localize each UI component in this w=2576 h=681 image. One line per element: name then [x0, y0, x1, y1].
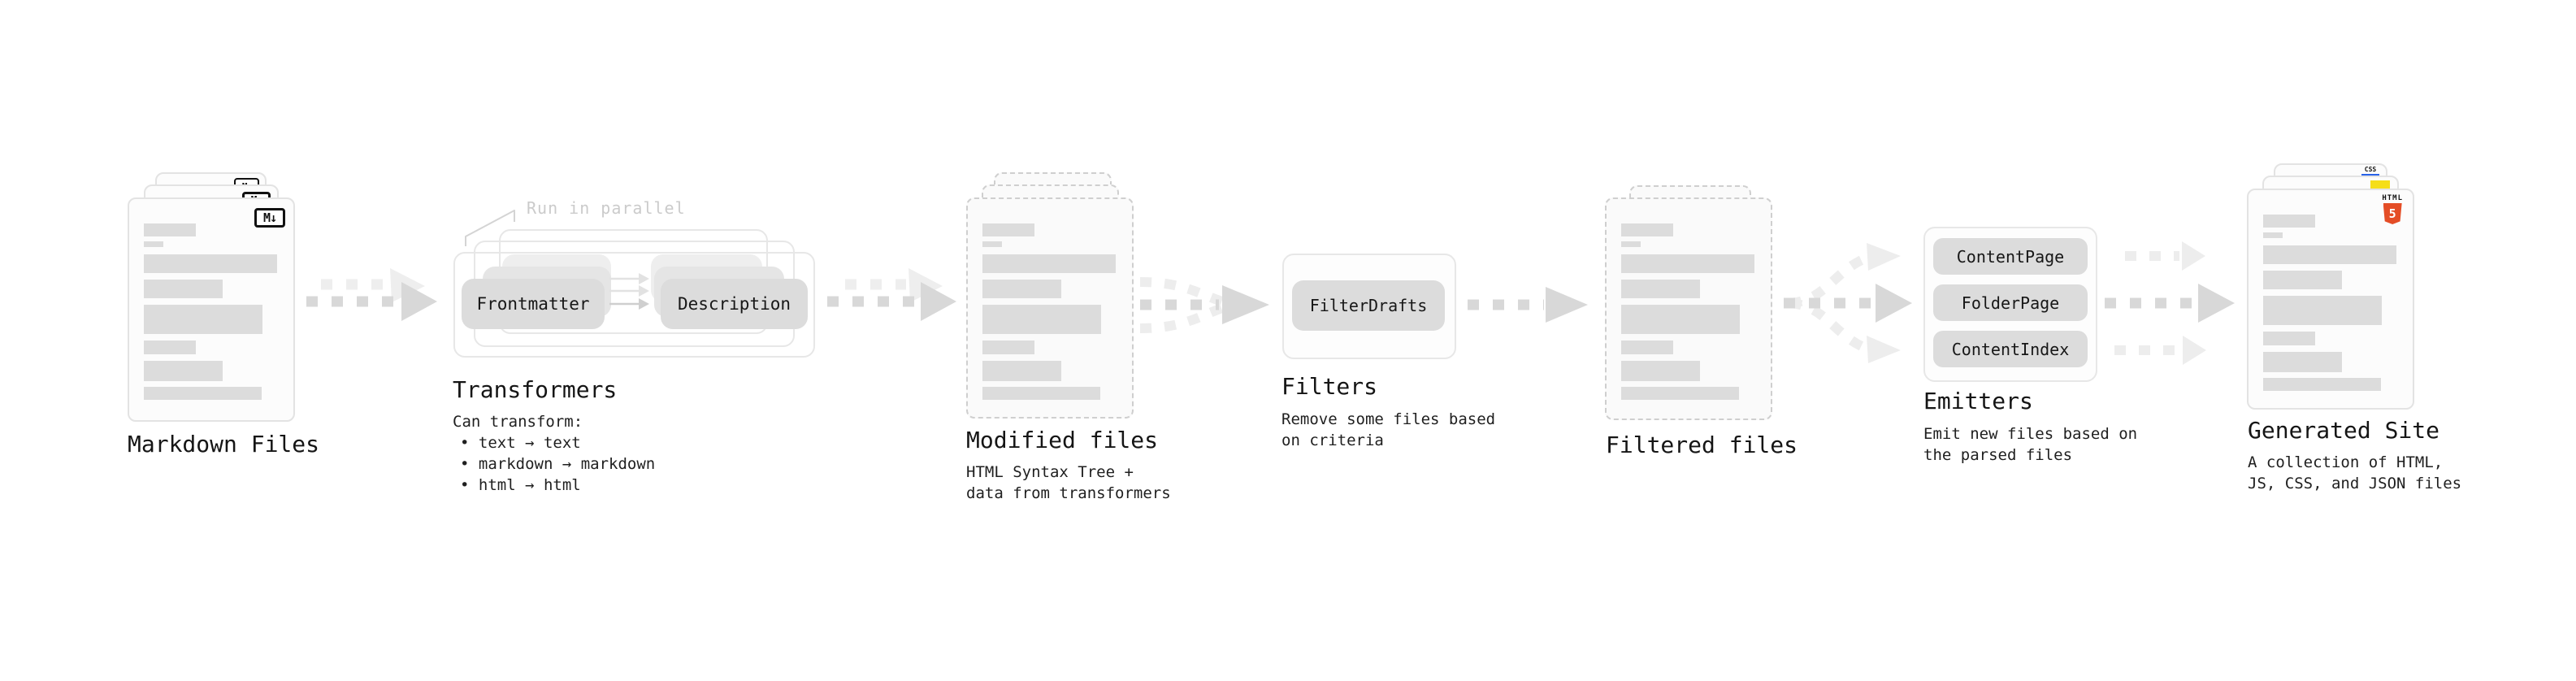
modified-file-card-front: [966, 197, 1134, 419]
folderpage-pill: FolderPage: [1933, 284, 2088, 321]
markdown-file-card-front: M↓: [128, 197, 295, 422]
contentindex-pill: ContentIndex: [1933, 331, 2088, 367]
document-skeleton-lines: [144, 223, 277, 400]
frontmatter-pill: Frontmatter: [462, 279, 605, 329]
filtered-files-label: Filtered files: [1606, 432, 1798, 458]
transformers-label: Transformers: [453, 376, 618, 403]
arrow-markdown-to-transformers: [306, 268, 437, 321]
description-pill: Description: [661, 279, 808, 329]
transformer-frame-front: [453, 252, 815, 358]
emitters-description: Emit new files based on the parsed files: [1923, 425, 2138, 464]
annotation-leader-line: [465, 210, 515, 246]
contentpage-pill: ContentPage: [1933, 238, 2088, 275]
parallel-arrows-icon: [609, 273, 649, 310]
html5-icon: HTML 5: [2382, 194, 2403, 224]
filters-description: Remove some files based on criteria: [1281, 410, 1496, 449]
filtered-file-card-front: [1605, 197, 1772, 420]
document-skeleton-lines: [982, 223, 1116, 400]
document-skeleton-lines: [2263, 215, 2396, 391]
arrow-filtered-to-emitters: [1784, 243, 1912, 363]
javascript-icon: [2370, 180, 2390, 191]
generated-site-label: Generated Site: [2248, 417, 2440, 444]
arrow-transformers-to-modified: [827, 268, 956, 321]
arrow-modified-to-filters: [1139, 277, 1269, 333]
transformers-description: Can transform: • text → text • markdown …: [453, 413, 656, 494]
filters-label: Filters: [1281, 373, 1378, 400]
modified-files-label: Modified files: [966, 427, 1159, 453]
markdown-icon: M↓: [254, 208, 285, 228]
arrow-emitters-to-site: [2105, 241, 2235, 365]
modified-files-description: HTML Syntax Tree + data from transformer…: [966, 463, 1171, 502]
arrow-filters-to-filtered: [1468, 287, 1588, 323]
generated-site-description: A collection of HTML, JS, CSS, and JSON …: [2248, 453, 2462, 492]
filterdrafts-pill: FilterDrafts: [1292, 280, 1445, 331]
markdown-files-label: Markdown Files: [128, 431, 320, 458]
run-in-parallel-annotation: Run in parallel: [527, 198, 686, 218]
emitters-label: Emitters: [1923, 388, 2033, 414]
site-file-card-html: HTML 5: [2247, 189, 2414, 410]
document-skeleton-lines: [1621, 223, 1754, 400]
